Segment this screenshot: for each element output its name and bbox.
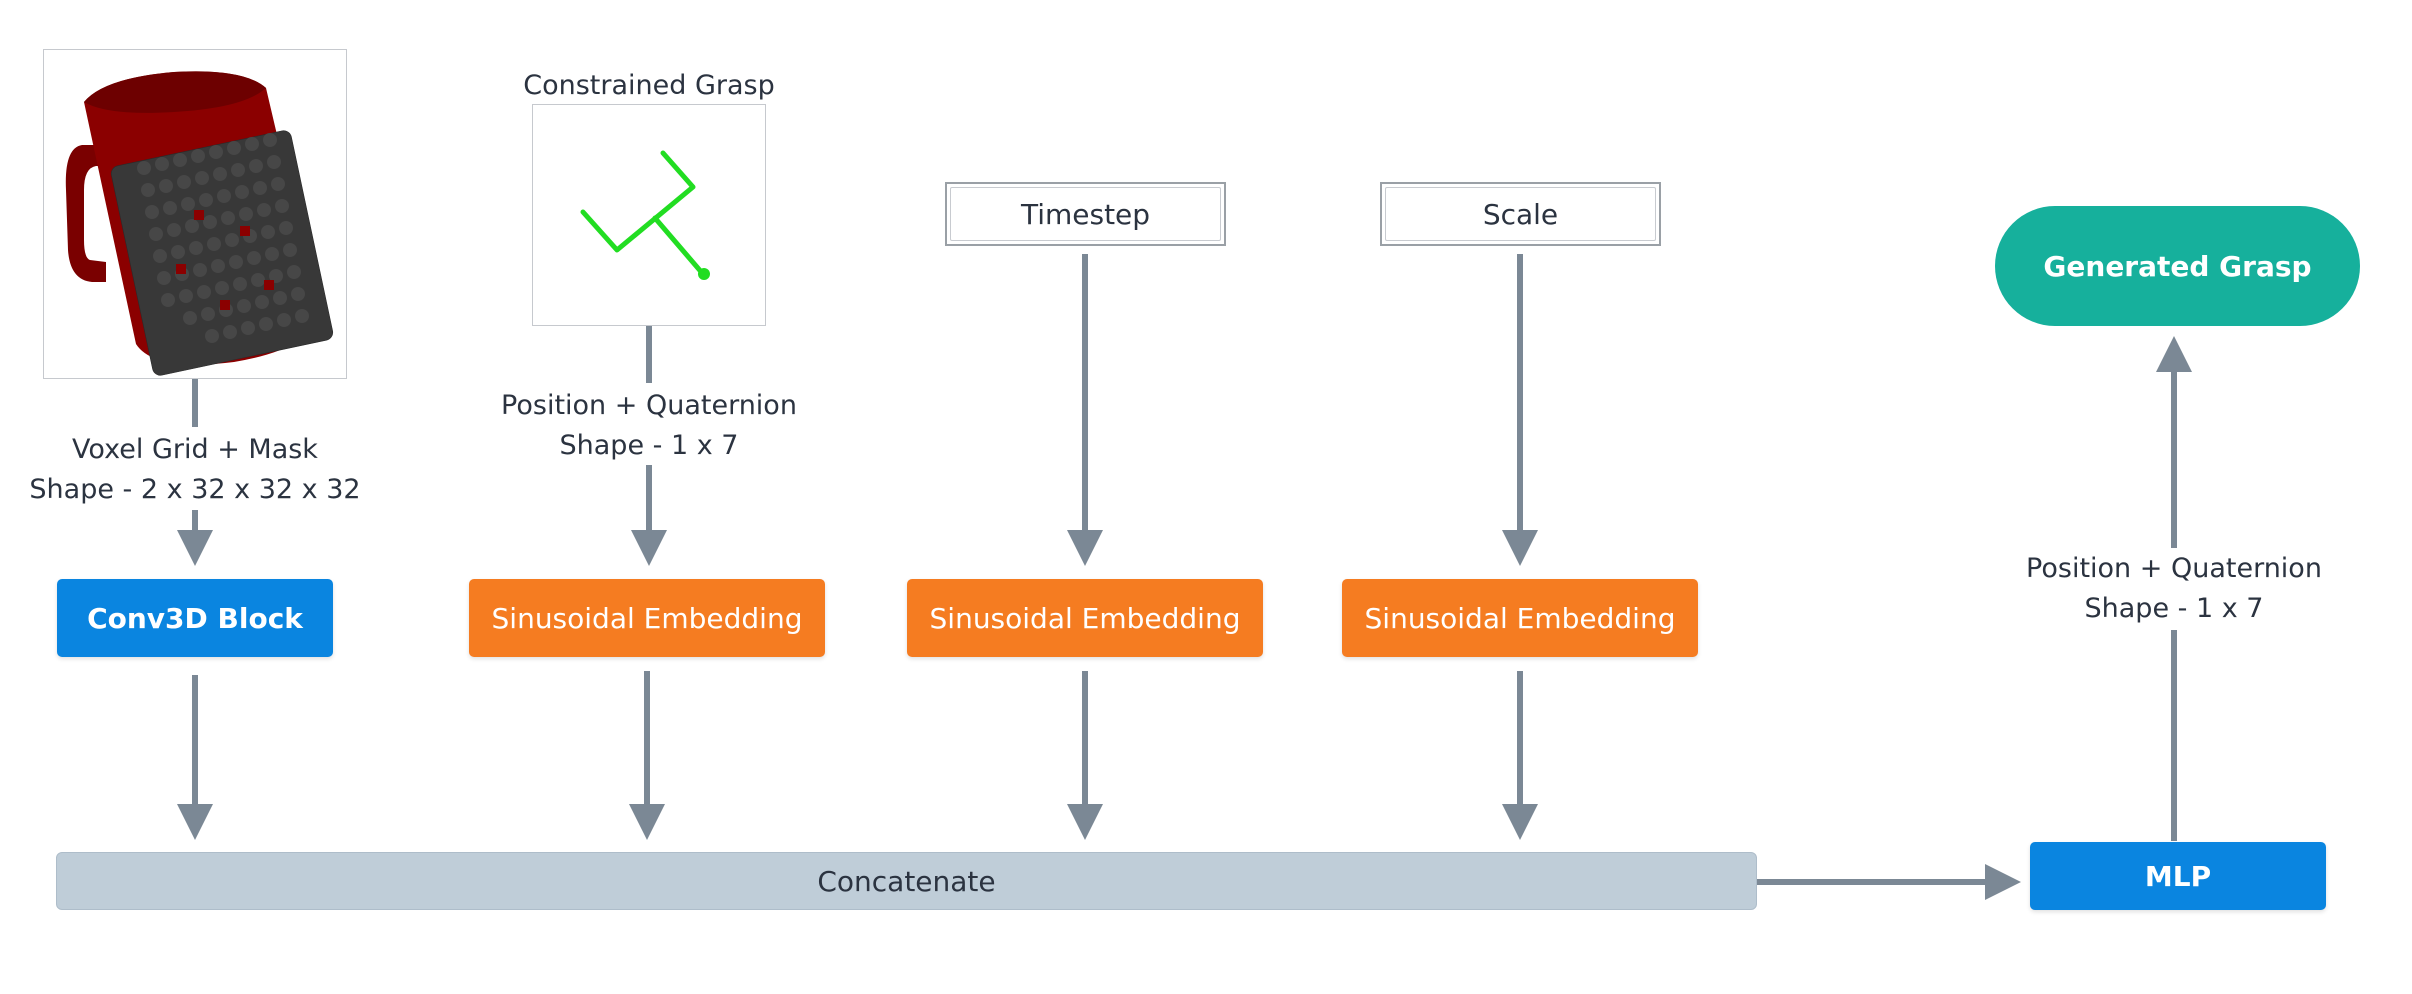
timestep-node: Timestep <box>945 182 1226 246</box>
gripper-grasp-image <box>532 104 766 326</box>
output-label-line2: Shape - 1 x 7 <box>2084 593 2264 624</box>
output-label-line1: Position + Quaternion <box>2026 553 2322 584</box>
voxel-mug-image <box>43 49 347 379</box>
output-label: Position + Quaternion Shape - 1 x 7 <box>2014 549 2334 629</box>
sinusoidal-embedding-timestep: Sinusoidal Embedding <box>907 579 1263 657</box>
constrained-grasp-title: Constrained Grasp <box>523 70 775 101</box>
scale-node: Scale <box>1380 182 1661 246</box>
grasp-label-line1: Position + Quaternion <box>501 390 797 421</box>
grasp-label-line2: Shape - 1 x 7 <box>559 430 739 461</box>
concatenate-bar: Concatenate <box>56 852 1757 910</box>
conv3d-label: Conv3D Block <box>87 601 303 635</box>
scale-label: Scale <box>1482 197 1559 231</box>
timestep-label: Timestep <box>1020 197 1151 231</box>
mlp-block: MLP <box>2030 842 2326 910</box>
voxel-label-line2: Shape - 2 x 32 x 32 x 32 <box>29 474 361 505</box>
sinusoidal-embedding-grasp: Sinusoidal Embedding <box>469 579 825 657</box>
sinusoidal-embedding-scale: Sinusoidal Embedding <box>1342 579 1698 657</box>
generated-grasp-node: Generated Grasp <box>1995 206 2360 326</box>
sinusoidal-embedding-grasp-label: Sinusoidal Embedding <box>491 601 803 635</box>
sinusoidal-embedding-scale-label: Sinusoidal Embedding <box>1364 601 1676 635</box>
grasp-input-label: Position + Quaternion Shape - 1 x 7 <box>489 386 809 466</box>
sinusoidal-embedding-timestep-label: Sinusoidal Embedding <box>929 601 1241 635</box>
concatenate-label: Concatenate <box>817 864 996 898</box>
generated-grasp-label: Generated Grasp <box>2043 249 2312 283</box>
mlp-label: MLP <box>2144 859 2212 893</box>
voxel-label-line1: Voxel Grid + Mask <box>72 434 318 465</box>
voxel-input-label: Voxel Grid + Mask Shape - 2 x 32 x 32 x … <box>20 430 370 510</box>
conv3d-block: Conv3D Block <box>57 579 333 657</box>
